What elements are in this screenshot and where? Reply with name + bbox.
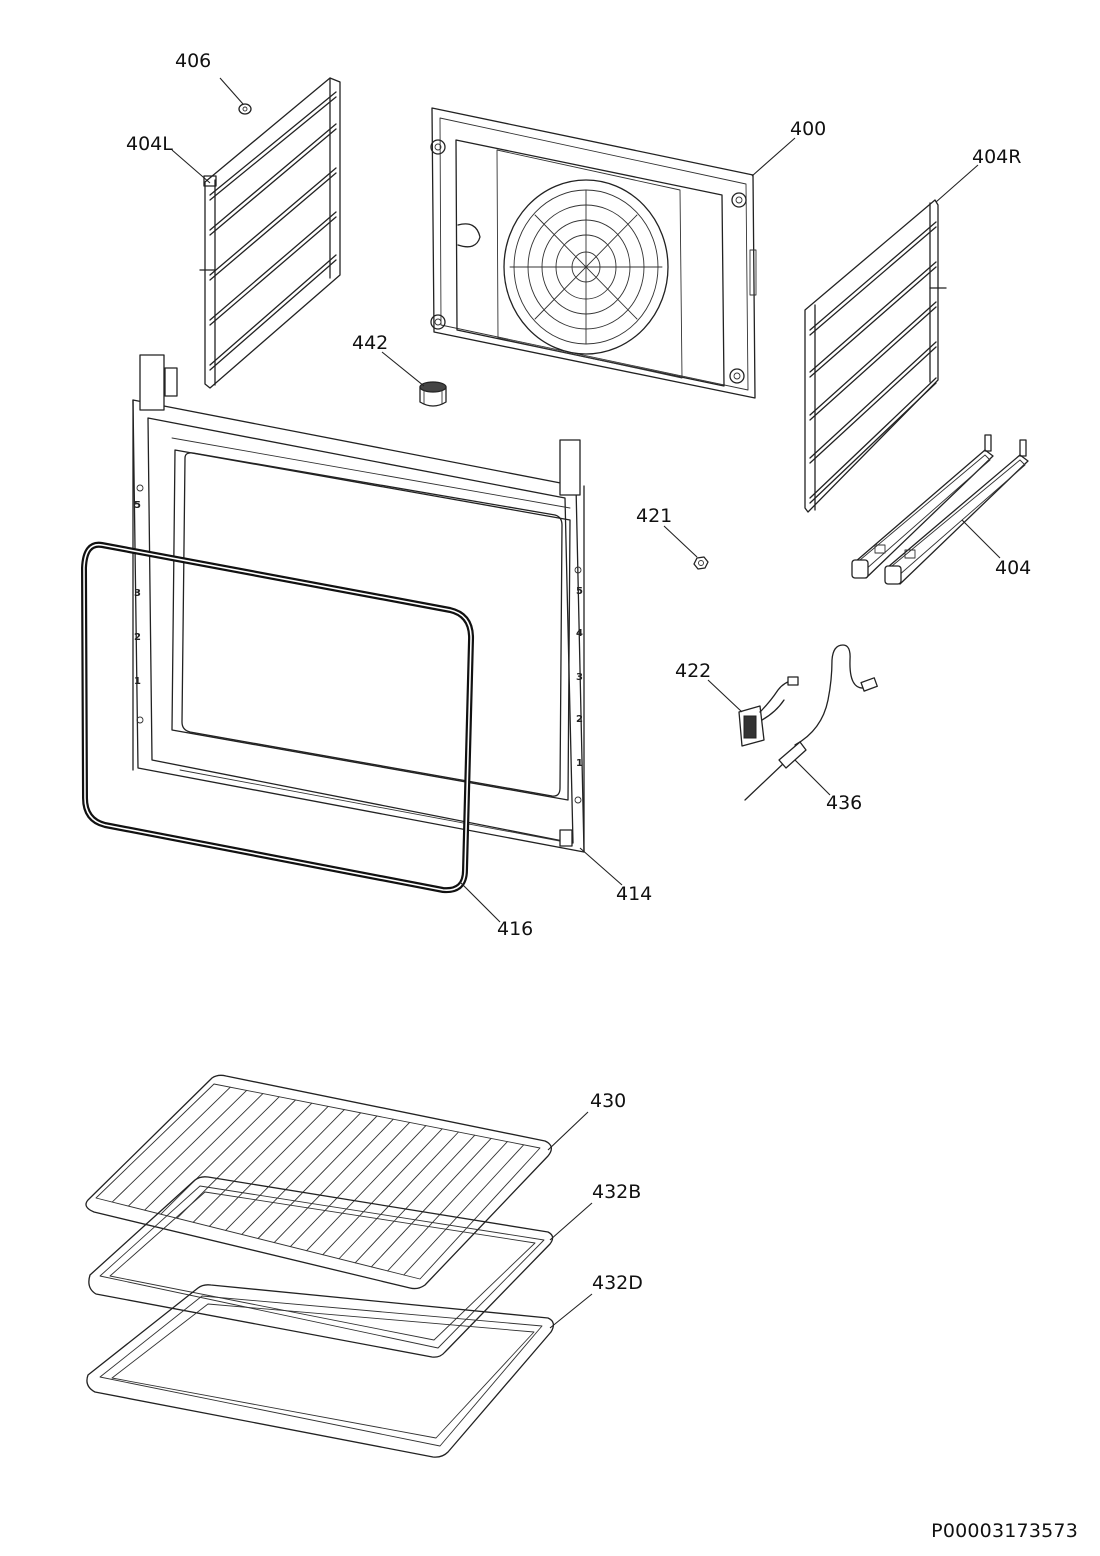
shelf-rod	[322, 1128, 443, 1256]
svg-text:2: 2	[134, 632, 141, 643]
temperature-sensor-436	[744, 644, 878, 801]
label-416: 416	[497, 918, 534, 940]
shelf-rod	[127, 1089, 248, 1207]
shelf-rod	[257, 1115, 378, 1239]
shelf-rod	[306, 1125, 427, 1252]
label-430: 430	[590, 1090, 627, 1112]
shelf-rod	[160, 1096, 280, 1215]
document-id: P00003173573	[931, 1520, 1078, 1542]
shelf-rod	[225, 1109, 345, 1231]
right-shelf-support	[804, 199, 947, 513]
shelf-rod	[387, 1141, 508, 1272]
label-404L: 404L	[126, 133, 173, 155]
shelf-rod	[111, 1086, 231, 1203]
shelf-rod	[354, 1134, 476, 1264]
screw-406	[238, 103, 252, 115]
left-shelf-support	[199, 77, 341, 389]
shelf-rod	[273, 1118, 394, 1244]
shelf-rod	[370, 1137, 492, 1268]
label-404: 404	[995, 557, 1032, 579]
nut-421	[693, 556, 709, 570]
wire-shelf	[85, 1074, 552, 1290]
svg-text:1: 1	[576, 758, 583, 769]
shelf-rod	[241, 1112, 362, 1235]
svg-text:2: 2	[576, 714, 583, 725]
shelf-rod	[144, 1093, 264, 1211]
shelf-rod	[338, 1131, 459, 1260]
label-422: 422	[675, 660, 712, 682]
shelf-rod	[208, 1105, 329, 1227]
svg-text:5: 5	[576, 586, 583, 597]
label-404R: 404R	[972, 146, 1022, 168]
svg-text:3: 3	[576, 672, 583, 683]
leader-lines	[171, 77, 1001, 1329]
label-414: 414	[616, 883, 653, 905]
deep-tray	[86, 1284, 555, 1458]
label-442: 442	[352, 332, 389, 354]
svg-text:3: 3	[134, 588, 141, 599]
shelf-rod	[289, 1121, 411, 1248]
shelf-rod	[192, 1102, 313, 1223]
label-432D: 432D	[592, 1272, 643, 1294]
label-406: 406	[175, 50, 212, 72]
telescopic-rails	[851, 434, 1029, 585]
shallow-tray	[88, 1176, 554, 1358]
back-panel-fan-cover	[430, 107, 757, 399]
lamp-socket-422	[738, 676, 799, 747]
svg-text:4: 4	[576, 628, 583, 639]
lamp-cover-442	[419, 381, 447, 407]
svg-text:5: 5	[134, 500, 141, 511]
svg-text:1: 1	[134, 676, 141, 687]
shelf-rod	[176, 1099, 296, 1219]
label-432B: 432B	[592, 1181, 642, 1203]
label-436: 436	[826, 792, 863, 814]
label-421: 421	[636, 505, 673, 527]
shelf-rod	[403, 1144, 525, 1276]
label-400: 400	[790, 118, 827, 140]
door-gasket	[81, 541, 475, 894]
oven-front-frame: 5 3 2 1 5 4 3 2 1	[132, 354, 585, 853]
